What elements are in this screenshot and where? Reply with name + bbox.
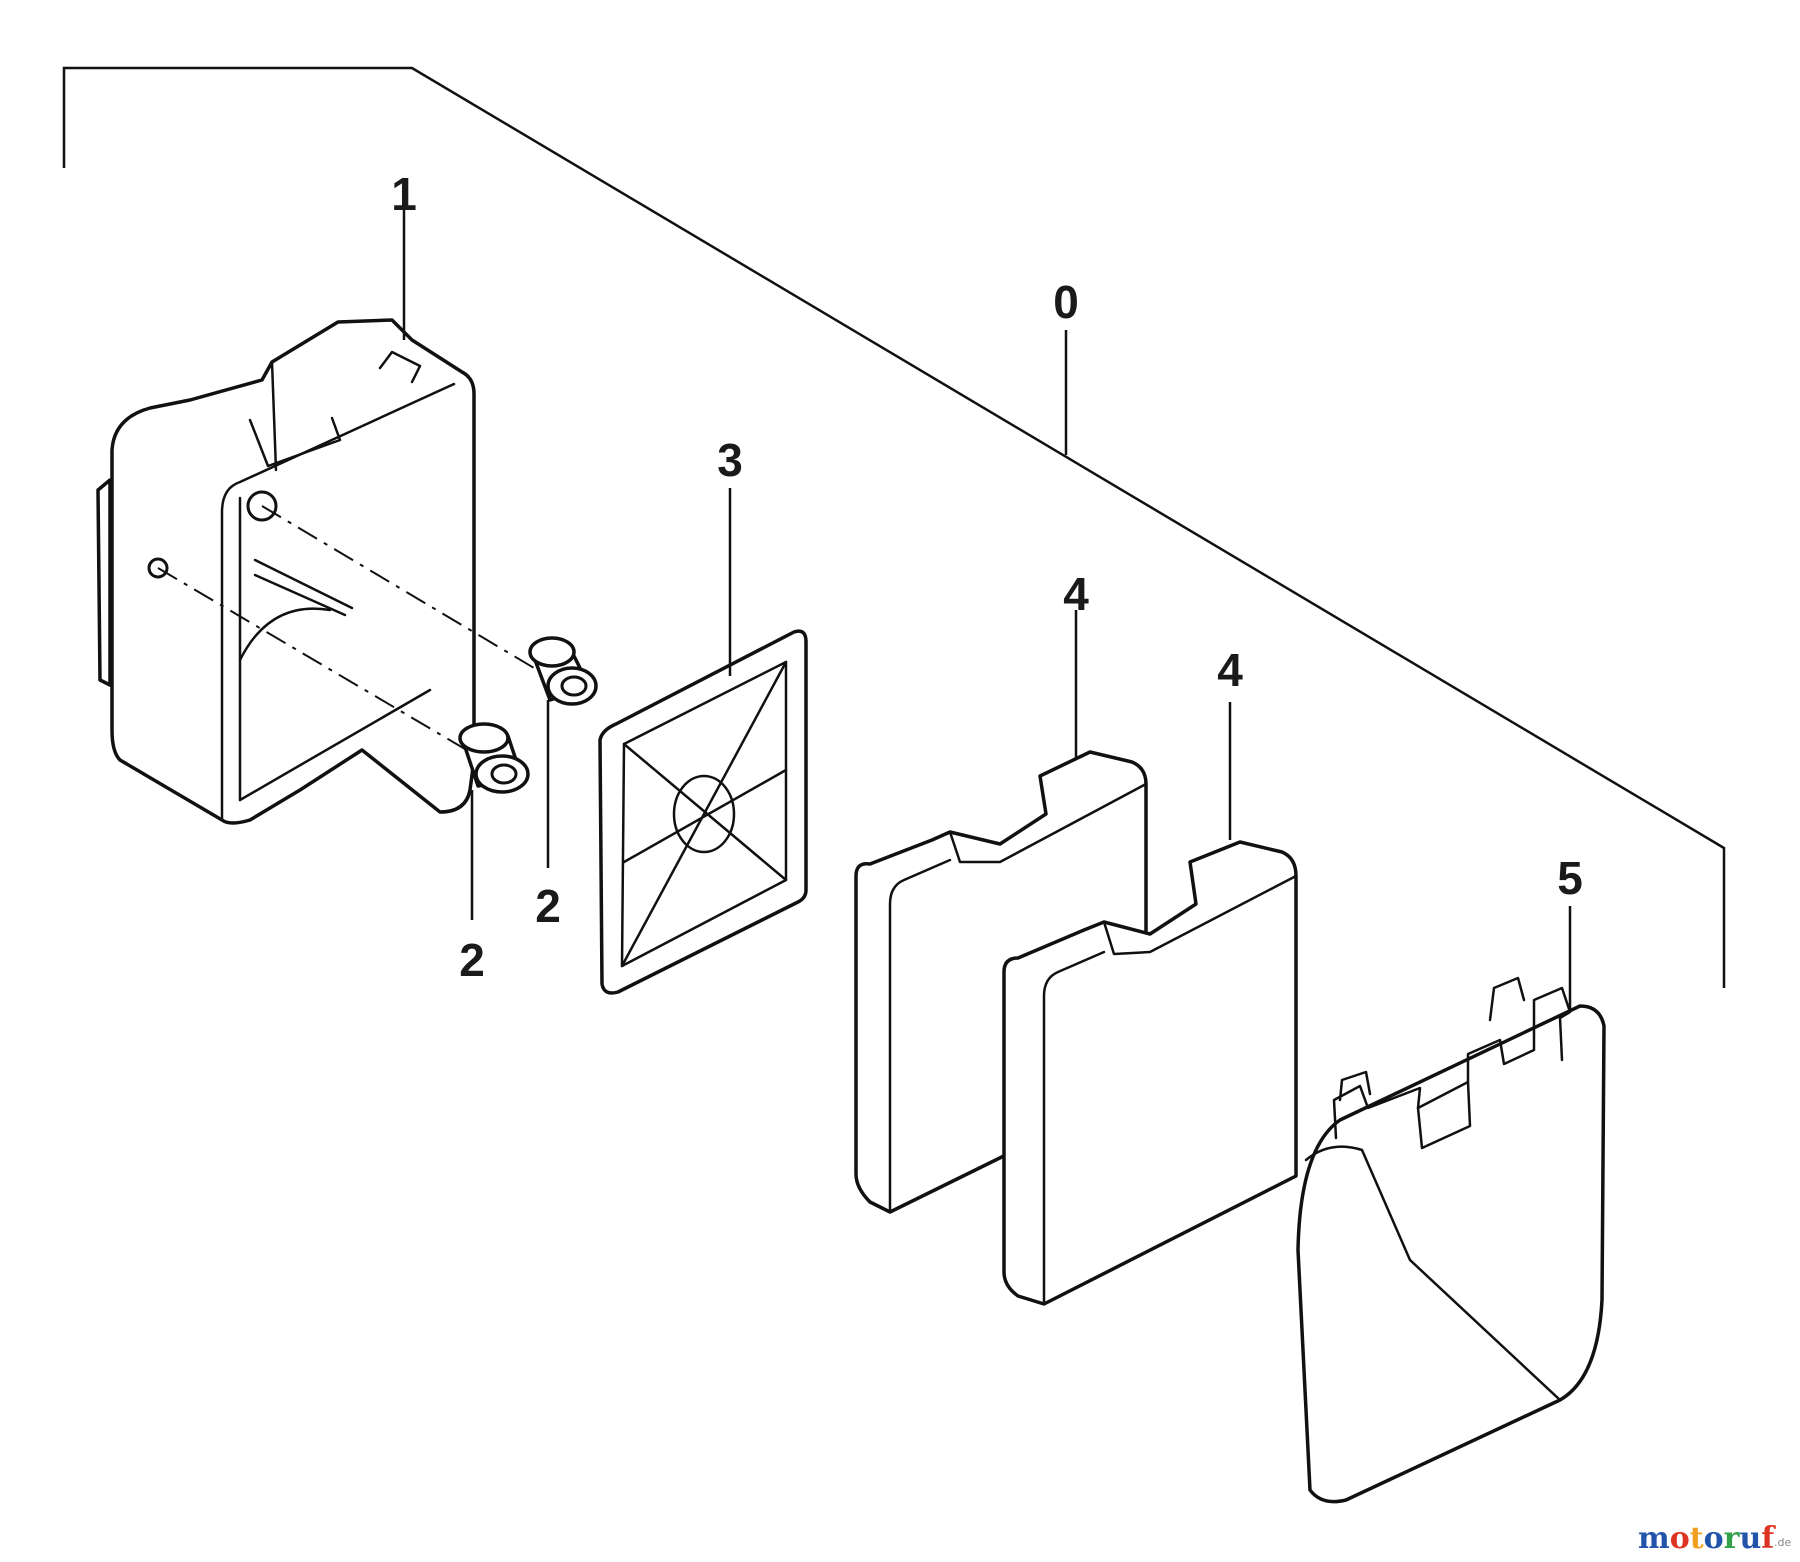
watermark-letter: r	[1724, 1521, 1741, 1556]
motoruf-watermark: motoruf .de	[1638, 1521, 1791, 1556]
watermark-letter: o	[1704, 1521, 1724, 1556]
callout-element-a: 4	[1063, 568, 1089, 620]
callout-assembly: 0	[1053, 276, 1079, 328]
watermark-suffix: .de	[1774, 1536, 1791, 1549]
callout-filter-grid: 3	[717, 434, 743, 486]
callout-element-b: 4	[1217, 644, 1243, 696]
filter-element-back	[1002, 840, 1298, 1306]
callout-air-filter-case: 1	[391, 168, 417, 220]
watermark-letter: m	[1638, 1521, 1670, 1556]
svg-text:motoruf: motoruf	[1638, 1521, 1776, 1556]
callout-collar-b: 2	[459, 934, 485, 986]
filter-grid	[598, 629, 808, 995]
watermark-letter: o	[1670, 1521, 1690, 1556]
watermark-letter: t	[1690, 1521, 1704, 1556]
collar-lower	[458, 722, 530, 794]
alignment-line-lower	[157, 567, 471, 753]
callout-collar-a: 2	[535, 880, 561, 932]
collar-upper	[528, 636, 598, 706]
filter-cover	[1296, 976, 1606, 1504]
assembly-bracket: 0	[62, 66, 1726, 988]
air-filter-case	[96, 318, 476, 825]
alignment-line-upper	[261, 505, 535, 669]
callout-filter-cover: 5	[1557, 852, 1583, 904]
watermark-letter: f	[1761, 1521, 1776, 1556]
watermark-letter: u	[1739, 1521, 1761, 1556]
